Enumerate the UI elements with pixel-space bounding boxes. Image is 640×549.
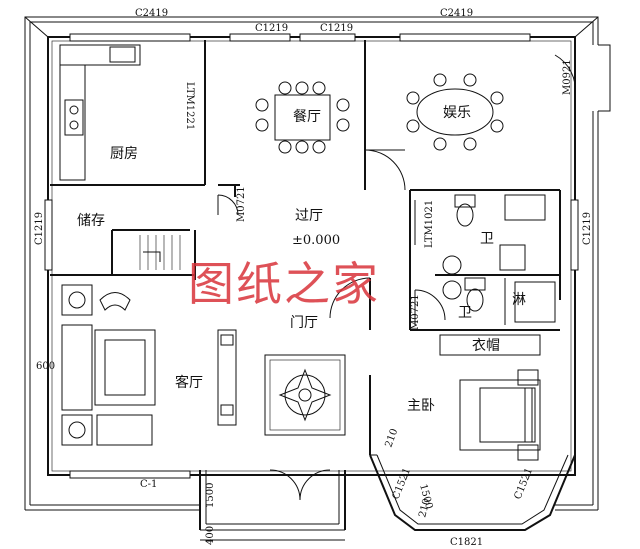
room-labels: 厨房 餐厅 娱乐 储存 过厅 ±0.000 卫 卫 淋 门厅 客厅 衣帽 主卧 — [77, 105, 526, 414]
outer-outline — [24, 16, 611, 511]
room-bath-2: 卫 — [458, 305, 472, 321]
room-kitchen: 厨房 — [110, 146, 138, 162]
dim-bath-door-2: M0721 — [410, 294, 421, 330]
room-bath-1: 卫 — [480, 231, 494, 247]
dim-porch-step: 400 — [205, 526, 216, 545]
dim-ent-door: M0921 — [562, 59, 573, 95]
dim-top-mid-window-2: C1219 — [320, 23, 353, 34]
dim-bay-left-window: C1521 — [391, 466, 414, 501]
kitchen-fixtures — [59, 44, 141, 181]
dim-bay-front-window: C1821 — [450, 537, 483, 548]
living-furniture — [61, 284, 237, 446]
room-hall: 过厅 — [295, 208, 323, 224]
dimension-labels: C2419 C1219 C1219 C2419 LTM1221 M0921 M0… — [34, 8, 593, 548]
room-storage: 储存 — [77, 213, 105, 229]
dim-bottom-left-window: C-1 — [140, 479, 157, 490]
dim-right-window: C1219 — [582, 212, 593, 245]
floor-medallion — [264, 354, 346, 436]
bay-window — [369, 454, 576, 531]
room-entertainment: 娱乐 — [443, 105, 471, 121]
dim-bay-offset-2: 210 — [417, 497, 433, 518]
dim-bay-offset-1: 210 — [383, 427, 400, 449]
entertainment-table — [406, 73, 504, 151]
room-shower: 淋 — [512, 292, 526, 308]
interior-walls — [50, 40, 561, 541]
dim-left-offset: 600 — [36, 361, 55, 372]
elevation-mark: ±0.000 — [292, 233, 340, 248]
doors — [217, 54, 576, 501]
room-foyer: 门厅 — [290, 315, 318, 331]
dim-top-left-window: C2419 — [135, 8, 168, 19]
dim-store-door: M0721 — [236, 186, 247, 222]
bath-fixtures — [442, 194, 546, 325]
dim-bay-right-window: C1521 — [513, 466, 536, 501]
room-wardrobe: 衣帽 — [472, 338, 500, 354]
dim-porch-depth: 1500 — [205, 483, 216, 508]
dim-kitchen-door: LTM1221 — [184, 82, 195, 130]
shower-area — [514, 281, 556, 323]
watermark: 图纸之家 — [188, 257, 380, 311]
master-bed — [439, 334, 541, 461]
dim-top-mid-window-1: C1219 — [255, 23, 288, 34]
exterior-walls — [47, 36, 576, 476]
top-windows — [44, 33, 579, 479]
dim-left-window: C1219 — [34, 212, 45, 245]
dim-bath-door-1: LTM1021 — [424, 200, 435, 248]
stairs — [139, 235, 181, 270]
room-dining: 餐厅 — [293, 109, 321, 125]
room-master-bedroom: 主卧 — [407, 398, 435, 414]
dining-table — [255, 81, 350, 154]
dim-top-right-window: C2419 — [440, 8, 473, 19]
room-living: 客厅 — [175, 374, 203, 391]
